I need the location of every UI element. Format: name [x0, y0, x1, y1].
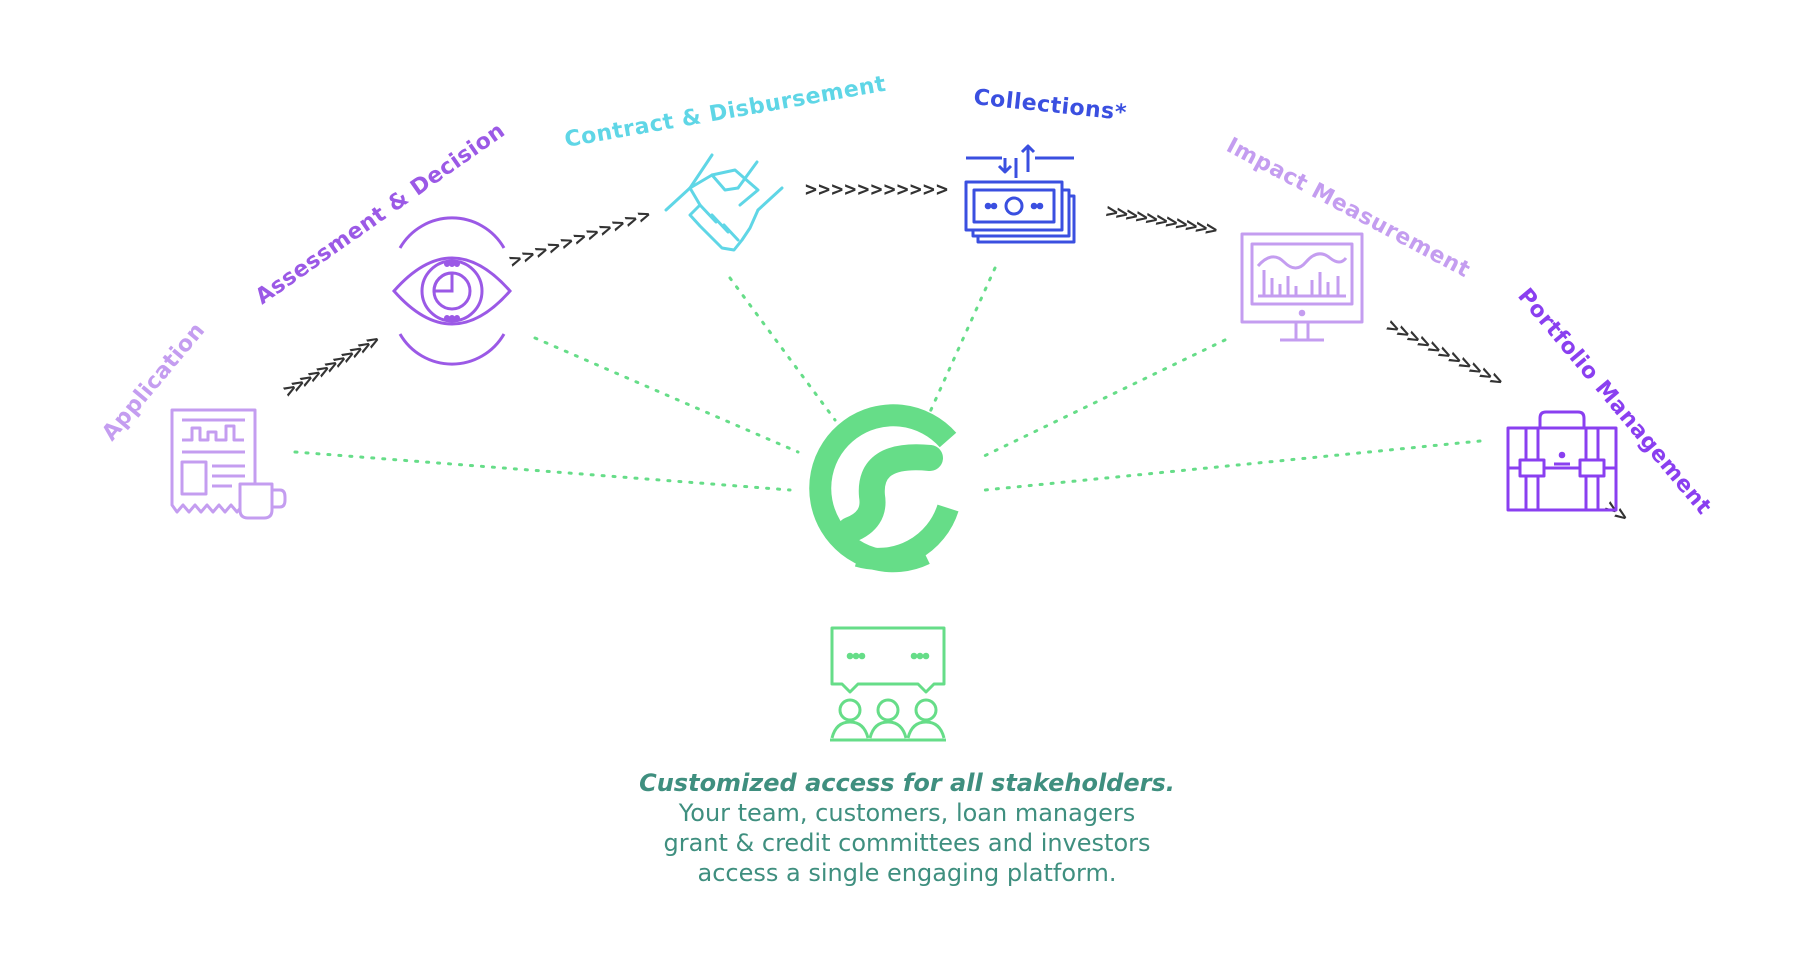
stage-label-collections: Collections*: [972, 85, 1128, 126]
connector-collections: [928, 266, 997, 414]
arrow-run-5: >>>>>>>>>>>: [1383, 313, 1508, 392]
caption-line-2: grant & credit committees and investors: [663, 829, 1151, 857]
connector-portfolio: [983, 439, 1482, 492]
arrow-run-3: >>>>>>>>>>>: [805, 177, 948, 201]
caption-line-3: access a single engaging platform.: [697, 859, 1117, 887]
handshake-icon: [664, 153, 784, 252]
connector-assessment: [533, 336, 800, 454]
stage-application: Application: [97, 318, 287, 520]
cash-stack-icon: [964, 144, 1076, 244]
stage-label-portfolio: Portfolio Management: [1512, 284, 1716, 520]
stage-portfolio: Portfolio Management: [1506, 284, 1716, 520]
connector-contract: [728, 276, 837, 422]
stage-collections: Collections*: [964, 85, 1128, 244]
arrow-run-1: >>>>>>>>>>>: [279, 328, 384, 403]
group-chat-icon: [830, 626, 946, 742]
caption-headline: Customized access for all stakeholders.: [639, 769, 1175, 797]
newspaper-coffee-icon: [170, 408, 287, 520]
arrow-run-4: >>>>>>>>>>>: [1104, 198, 1219, 241]
platform-logo-icon: [809, 404, 959, 573]
arrow-run-2: >>>>>>>>>>>: [506, 202, 654, 273]
stage-impact: Impact Measurement: [1222, 133, 1474, 342]
eye-chart-icon: [392, 216, 512, 366]
stage-label-assessment: Assessment & Decision: [251, 118, 510, 310]
hub-connectors: [293, 266, 1482, 492]
connector-impact: [978, 338, 1227, 460]
connector-application: [293, 450, 792, 492]
monitor-chart-icon: [1240, 232, 1364, 342]
stage-label-impact: Impact Measurement: [1222, 133, 1474, 283]
stage-label-contract: Contract & Disbursement: [563, 72, 888, 153]
briefcase-icon: [1506, 410, 1618, 512]
stage-assessment: Assessment & Decision: [251, 118, 512, 366]
flow-arrows: >>>>>>>>>>> >>>>>>>>>>> >>>>>>>>>>> >>>>…: [279, 177, 1634, 528]
caption-line-1: Your team, customers, loan managers: [678, 799, 1136, 827]
